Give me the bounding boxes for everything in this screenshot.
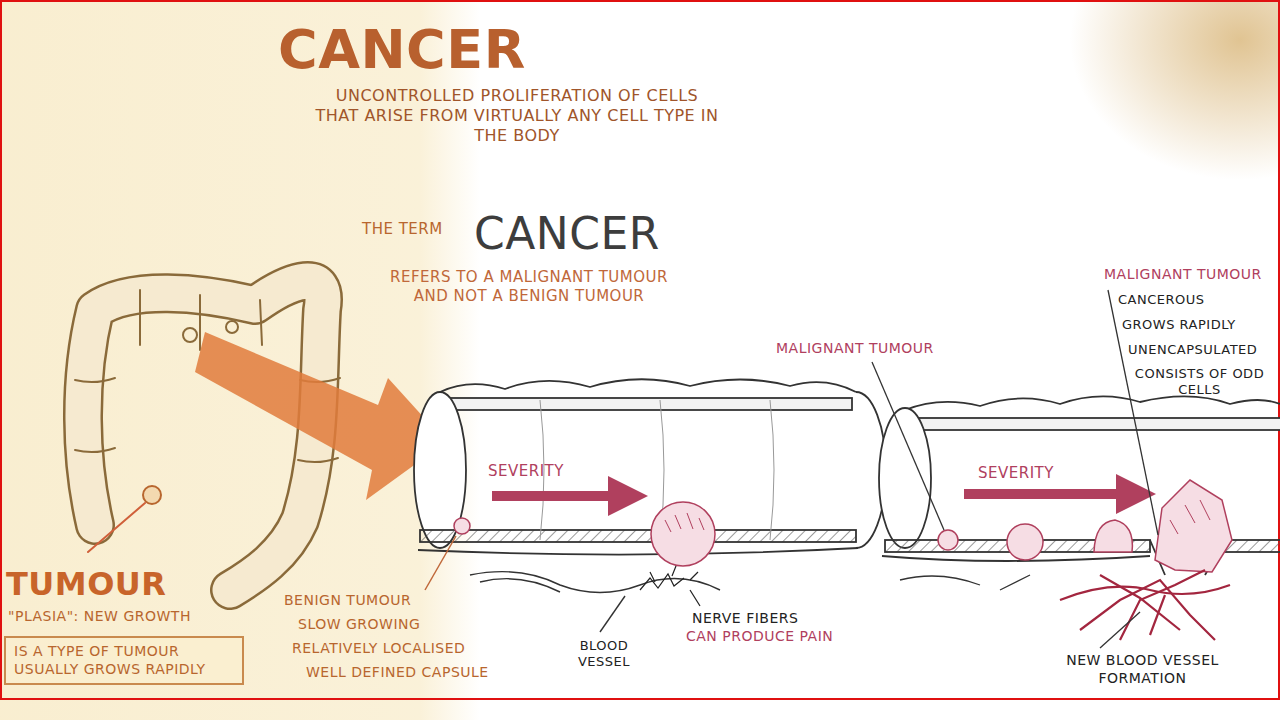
- feature-text: WELL DEFINED CAPSULE: [306, 664, 489, 682]
- blood-vessels: [600, 596, 625, 632]
- new-blood-vessels: [900, 575, 1030, 590]
- nerve-fibers: [640, 566, 700, 606]
- severity-arrow: [492, 491, 628, 501]
- benign-tumours: [454, 518, 470, 534]
- malignant-tumours: [938, 530, 958, 550]
- benign-tumours: [665, 513, 704, 532]
- feature-text: CANCEROUS: [1118, 292, 1205, 308]
- intestine-benign: [414, 379, 886, 554]
- severity-arrow: [964, 489, 1136, 499]
- nerve-fibers: [690, 590, 700, 606]
- page-title: CANCER: [278, 16, 526, 84]
- new-blood-vessels: [1100, 575, 1180, 635]
- severity-label: SEVERITY: [488, 462, 564, 481]
- definition-box: IS A TYPE OF TUMOUR USUALLY GROWS RAPIDL…: [4, 636, 244, 685]
- benign-tumours: [454, 502, 715, 566]
- intestine-malignant: [1225, 540, 1280, 552]
- blood-vessels: [480, 579, 560, 592]
- nerve-fibers: [640, 566, 698, 590]
- colon-outline: [226, 321, 238, 333]
- intestine-benign: [440, 379, 856, 392]
- feature-text: SLOW GROWING: [298, 616, 420, 634]
- intestine-malignant: [905, 418, 1280, 430]
- leader-lines: [872, 362, 944, 530]
- malignant-tumours: [1155, 480, 1232, 572]
- part-label: MALIGNANT TUMOUR: [1104, 266, 1262, 284]
- note-text: THE TERM: [362, 220, 443, 239]
- zoom-arrow: [195, 332, 446, 500]
- malignant-tumours: [1094, 520, 1132, 552]
- intestine-malignant: [879, 396, 1280, 575]
- part-label: MALIGNANT TUMOUR: [776, 340, 934, 358]
- colon-outline: [75, 281, 340, 590]
- intestine-benign: [440, 398, 852, 410]
- intestine-benign: [420, 530, 856, 542]
- definition-text: UNCONTROLLED PROLIFERATION OF CELLS THAT…: [312, 86, 722, 146]
- colon-outline: [183, 328, 197, 342]
- new-blood-vessels: [900, 570, 1230, 640]
- term-heading: CANCER: [474, 206, 660, 261]
- leader-line: [425, 536, 456, 590]
- colon-outline: [83, 281, 323, 590]
- benign-tumours: [651, 502, 715, 566]
- new-blood-vessels: [1080, 580, 1215, 640]
- intestine-malignant: [879, 408, 931, 548]
- note-text: "PLASIA": NEW GROWTH: [8, 608, 191, 626]
- intestine-benign: [418, 548, 858, 555]
- feature-text: RELATIVELY LOCALISED: [292, 640, 465, 658]
- part-label: BENIGN TUMOUR: [284, 592, 411, 610]
- part-label: NEW BLOOD VESSEL FORMATION: [1040, 652, 1245, 687]
- feature-text: UNENCAPSULATED: [1128, 342, 1257, 358]
- part-label: BLOOD VESSEL: [562, 638, 646, 671]
- severity-label: SEVERITY: [978, 464, 1054, 483]
- feature-text: CONSISTS OF ODD CELLS: [1127, 366, 1272, 399]
- intestine-malignant: [905, 396, 1280, 410]
- colon-outline: [143, 486, 161, 504]
- colon-outline: [83, 281, 323, 590]
- part-label: NERVE FIBERS: [692, 610, 798, 628]
- box-text: IS A TYPE OF TUMOUR USUALLY GROWS RAPIDL…: [14, 642, 234, 678]
- leader-lines: [1100, 612, 1140, 648]
- colon-outline: [88, 503, 145, 552]
- feature-text: GROWS RAPIDLY: [1122, 317, 1236, 333]
- blood-vessels: [470, 572, 720, 632]
- note-text: REFERS TO A MALIGNANT TUMOUR AND NOT A B…: [384, 268, 674, 306]
- malignant-tumours: [938, 480, 1232, 572]
- malignant-tumours: [1007, 524, 1043, 560]
- note-text: CAN PRODUCE PAIN: [686, 628, 833, 646]
- section-heading: TUMOUR: [6, 564, 166, 604]
- colon-outline: [140, 290, 262, 350]
- malignant-tumours: [1170, 500, 1210, 534]
- blood-vessels: [470, 572, 720, 593]
- new-blood-vessels: [1120, 570, 1205, 640]
